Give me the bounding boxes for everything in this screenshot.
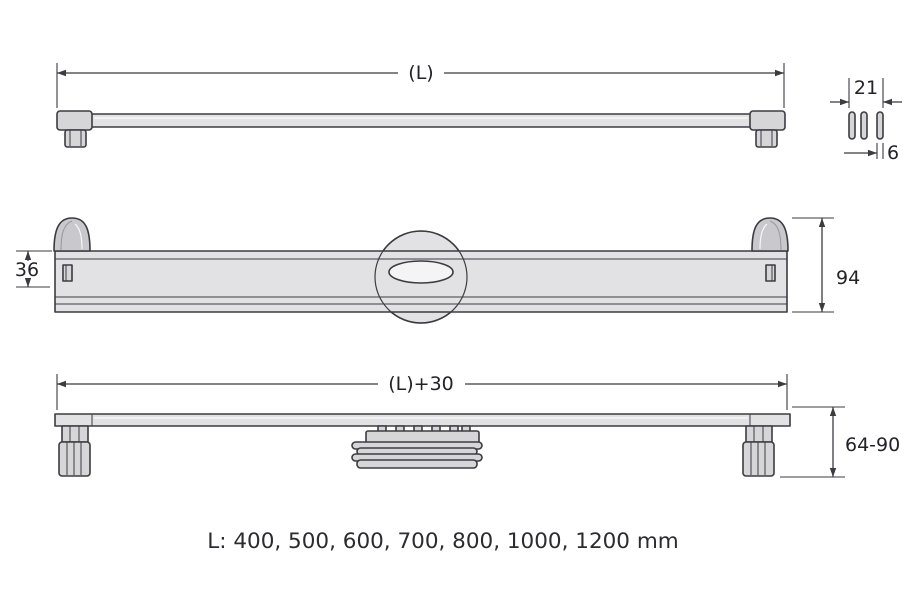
dimension-adjustable-height: 64-90 (780, 406, 900, 478)
end-dome-left (53, 217, 91, 252)
dimension-length-bottom: (L)+30 (56, 373, 788, 410)
dimension-height-94: 94 (792, 217, 860, 313)
end-cap-right-body (749, 110, 786, 131)
end-cap-left (56, 110, 93, 148)
siphon-ribs (351, 441, 483, 469)
support-leg-right (742, 425, 775, 477)
drain-slot (388, 260, 454, 284)
rib-4 (356, 459, 478, 469)
dim-label-height: 94 (836, 267, 860, 289)
underside-view: (L)+30 (54, 373, 900, 478)
end-dome-left-highlight (74, 223, 83, 250)
dim-label-adjustable-height: 64-90 (845, 434, 900, 456)
siphon (351, 425, 483, 469)
dimension-length-top: (L) (56, 62, 785, 108)
clip-left-body (62, 264, 73, 282)
end-cap-left-body (56, 110, 93, 131)
end-dome-right (751, 217, 789, 252)
dim-label-depth: 36 (15, 259, 39, 281)
end-dome-right-shape (751, 217, 789, 252)
dim-label-span: 21 (854, 77, 878, 99)
clip-right-body (765, 264, 776, 282)
slot-bar-2 (860, 111, 868, 140)
dimension-span-21: 21 (830, 77, 902, 108)
dimension-depth-36: 36 (15, 250, 52, 288)
end-cap-right (749, 110, 786, 148)
end-dome-right-highlight (759, 223, 768, 250)
end-dome-right-shade (769, 220, 782, 251)
top-view: (L) (56, 62, 786, 148)
end-cap-right-tab (755, 129, 778, 148)
dimension-slot-6: 6 (844, 142, 899, 164)
clip-left (62, 264, 73, 282)
channel-inner-lines (55, 258, 787, 305)
grate-slot-detail: 21 6 (830, 77, 902, 164)
length-options-caption: L: 400, 500, 600, 700, 800, 1000, 1200 m… (207, 529, 678, 554)
end-dome-left-shape (53, 217, 91, 252)
channel-underside-profile (54, 413, 791, 427)
dim-label-slot: 6 (887, 142, 899, 164)
dim-label-length: (L) (408, 62, 433, 84)
dim-label-length-plus: (L)+30 (388, 373, 454, 395)
support-leg-left (58, 425, 91, 477)
slot-bar-1 (848, 111, 856, 140)
channel-edge-profile (59, 113, 783, 128)
slot-bar-3 (876, 111, 884, 140)
front-view: 36 94 (15, 217, 860, 324)
clip-right (765, 264, 776, 282)
waste-outlet-circle-edge (374, 230, 468, 324)
leg-right-bracket (745, 425, 773, 443)
end-cap-left-tab (64, 129, 87, 148)
leg-left-bracket (61, 425, 89, 443)
end-dome-left-shade (60, 220, 73, 251)
